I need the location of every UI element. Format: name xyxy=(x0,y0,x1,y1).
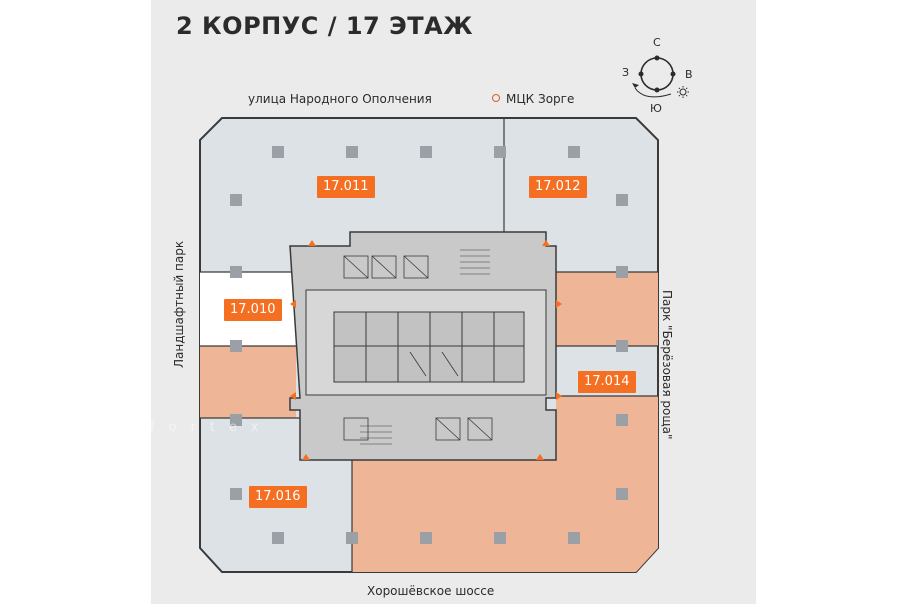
compass-rose: С В З Ю xyxy=(615,34,705,118)
sun-icon xyxy=(677,86,689,98)
compass-west: З xyxy=(622,66,630,79)
page-title: 2 КОРПУС / 17 ЭТАЖ xyxy=(176,12,474,40)
street-label-north: улица Народного Ополчения xyxy=(248,92,432,106)
column-markers xyxy=(230,146,628,544)
unit-south-sold[interactable] xyxy=(352,396,658,572)
watermark: fortex xyxy=(150,420,273,435)
compass-south: Ю xyxy=(650,102,662,115)
unit-label-17012[interactable]: 17.012 xyxy=(529,176,587,198)
unit-label-17010[interactable]: 17.010 xyxy=(224,299,282,321)
entrance-markers xyxy=(290,240,562,460)
unit-east-upper-sold[interactable] xyxy=(556,272,658,346)
compass-east: В xyxy=(685,68,693,81)
unit-label-17014[interactable]: 17.014 xyxy=(578,371,636,393)
street-label-south: Хорошёвское шоссе xyxy=(367,584,495,598)
metro-icon xyxy=(492,94,500,102)
compass-icon xyxy=(632,55,689,98)
unit-label-17016[interactable]: 17.016 xyxy=(249,486,307,508)
unit-west-lower-sold[interactable] xyxy=(200,346,296,418)
building-core xyxy=(289,231,562,461)
metro-label: МЦК Зорге xyxy=(492,92,574,106)
partition-walls xyxy=(200,118,658,572)
compass-north: С xyxy=(653,36,661,49)
metro-name: МЦК Зорге xyxy=(506,92,575,106)
unit-label-17011[interactable]: 17.011 xyxy=(317,176,375,198)
